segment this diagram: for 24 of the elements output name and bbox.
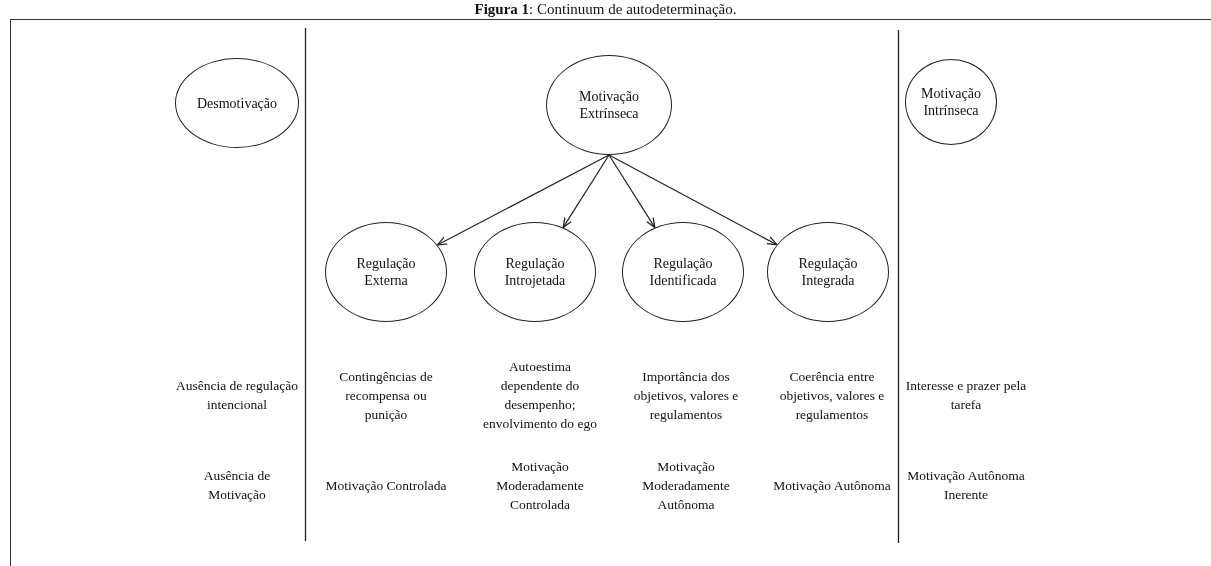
arrow	[608, 154, 778, 246]
ellipse-label: Motivação Intrínseca	[920, 85, 982, 119]
ellipse-label: Regulação Identificada	[648, 255, 718, 289]
ellipse-label: Regulação Externa	[355, 255, 417, 289]
ellipse-label: Regulação Integrada	[797, 255, 859, 289]
ellipse-label: Desmotivação	[196, 94, 278, 112]
column-description: Motivação Moderadamente Autônoma	[641, 457, 731, 514]
arrow	[436, 154, 610, 246]
ellipse-label: Regulação Introjetada	[503, 255, 567, 289]
arrow	[562, 154, 610, 229]
column-description: Importância dos objetivos, valores e regulamentos	[632, 367, 740, 424]
column-description: Contingências de recompensa ou punição	[338, 367, 434, 424]
column-description: Interesse e prazer pela tarefa	[904, 377, 1028, 414]
ellipse-label: Motivação Extrínseca	[578, 88, 640, 122]
figure-title: Figura 1: Continuum de autodeterminação.	[474, 1, 737, 17]
column-description: Ausência de regulação intencional	[175, 377, 299, 414]
column-description: Autoestima dependente do desempenho; envolvimento do ego	[482, 358, 598, 433]
column-description: Motivação Autônoma Inerente	[906, 467, 1026, 504]
column-description: Motivação Controlada	[324, 476, 448, 495]
column-description: Coerência entre objetivos, valores e regulamentos	[778, 367, 886, 424]
column-description: Motivação Autônoma	[772, 476, 892, 495]
column-description: Motivação Moderadamente Controlada	[495, 457, 585, 514]
column-description: Ausência de Motivação	[202, 467, 272, 504]
arrow	[608, 154, 656, 229]
